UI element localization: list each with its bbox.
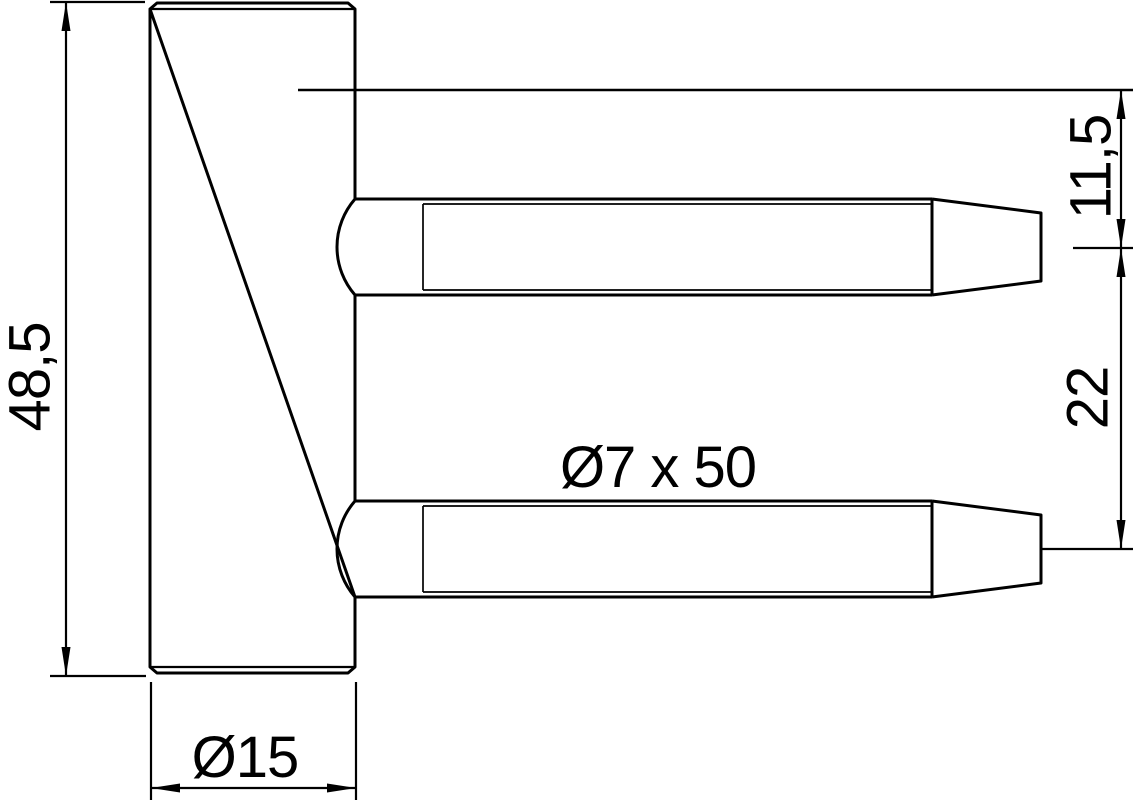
- hinge-body-outline: [148, 1, 357, 675]
- dimension-arrow-down: [1116, 219, 1126, 248]
- diameter-dimension-label: Ø15: [192, 725, 299, 790]
- dimension-arrow-up: [1116, 90, 1126, 119]
- diameter-dimension: Ø15: [149, 682, 358, 800]
- mounting-pin-upper: [335, 197, 1043, 297]
- pin-upper-outer-outline: [355, 197, 934, 297]
- pin-upper-thread-core-lines: [422, 203, 932, 291]
- height-dimension: 48,5: [0, 0, 146, 678]
- pin-spec-label: Ø7 x 50: [560, 435, 756, 500]
- dimension-arrow-down: [61, 647, 71, 676]
- height-dimension-label: 48,5: [0, 323, 63, 432]
- dimension-arrow-down: [1116, 520, 1126, 549]
- pin-lower-dome-head: [335, 500, 357, 598]
- dimension-arrow-right: [327, 783, 356, 793]
- pin-lower-tip-cone: [931, 499, 1043, 599]
- dimension-arrow-up: [1116, 248, 1126, 277]
- pin-lower-outer-outline: [355, 499, 934, 599]
- mounting-pin-lower: [335, 499, 1043, 599]
- hinge-body: [148, 1, 357, 675]
- pin-offset-dimension-label: 11,5: [1059, 115, 1124, 220]
- pin-upper-dome-head: [335, 198, 357, 296]
- pin-lower-thread-core-lines: [422, 505, 932, 593]
- dimension-arrow-up: [61, 2, 71, 31]
- pin-spacing-dimension-label: 22: [1056, 367, 1121, 430]
- pin-spacing-dimension: 22: [1041, 248, 1133, 551]
- pin-upper-tip-cone: [931, 197, 1043, 297]
- dimension-arrow-left: [151, 783, 180, 793]
- pin-offset-dimension: 11,5: [1059, 90, 1133, 250]
